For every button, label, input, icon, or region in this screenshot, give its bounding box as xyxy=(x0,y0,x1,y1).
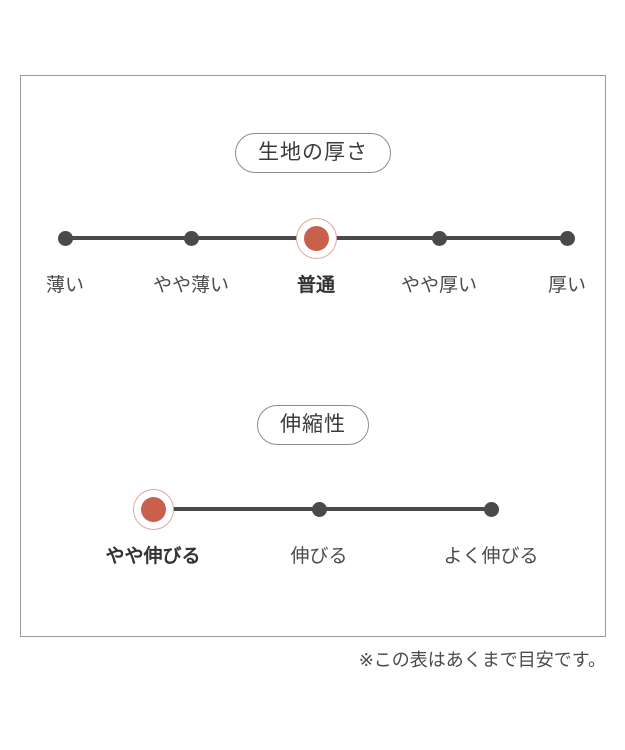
scale-stretch xyxy=(140,489,499,529)
scale-dot-selected xyxy=(303,225,329,251)
scale-dot xyxy=(483,501,499,517)
scale-label: 薄い xyxy=(45,275,85,296)
scale-fabric-thickness xyxy=(57,218,575,258)
section-title-pill: 生地の厚さ xyxy=(235,133,391,173)
scale-dot xyxy=(57,230,73,246)
section-title-row: 生地の厚さ xyxy=(21,133,605,173)
scale-label: 伸びる xyxy=(290,546,348,567)
scale-label: やや厚い xyxy=(400,275,478,296)
scale-labels: 薄い やや薄い 普通 やや厚い 厚い xyxy=(46,273,586,301)
scale-label: よく伸びる xyxy=(443,546,539,567)
scale-label-selected: 普通 xyxy=(296,275,336,296)
scale-label-selected: やや伸びる xyxy=(105,546,201,567)
scale-labels: やや伸びる 伸びる よく伸びる xyxy=(105,544,538,572)
footnote-disclaimer: ※この表はあくまで目安です。 xyxy=(358,650,606,670)
scale-dot xyxy=(431,230,447,246)
scale-dot-selected xyxy=(140,496,166,522)
scale-dot xyxy=(183,230,199,246)
spec-chart-frame: 生地の厚さ薄い やや薄い 普通 やや厚い 厚い伸縮性やや伸びる 伸びる よく伸びる xyxy=(20,75,606,637)
section-title-row: 伸縮性 xyxy=(21,405,605,445)
scale-dot xyxy=(559,230,575,246)
scale-label: やや薄い xyxy=(152,275,230,296)
scale-dot xyxy=(311,501,327,517)
scale-label: 厚い xyxy=(547,275,587,296)
section-title-pill: 伸縮性 xyxy=(257,405,369,445)
